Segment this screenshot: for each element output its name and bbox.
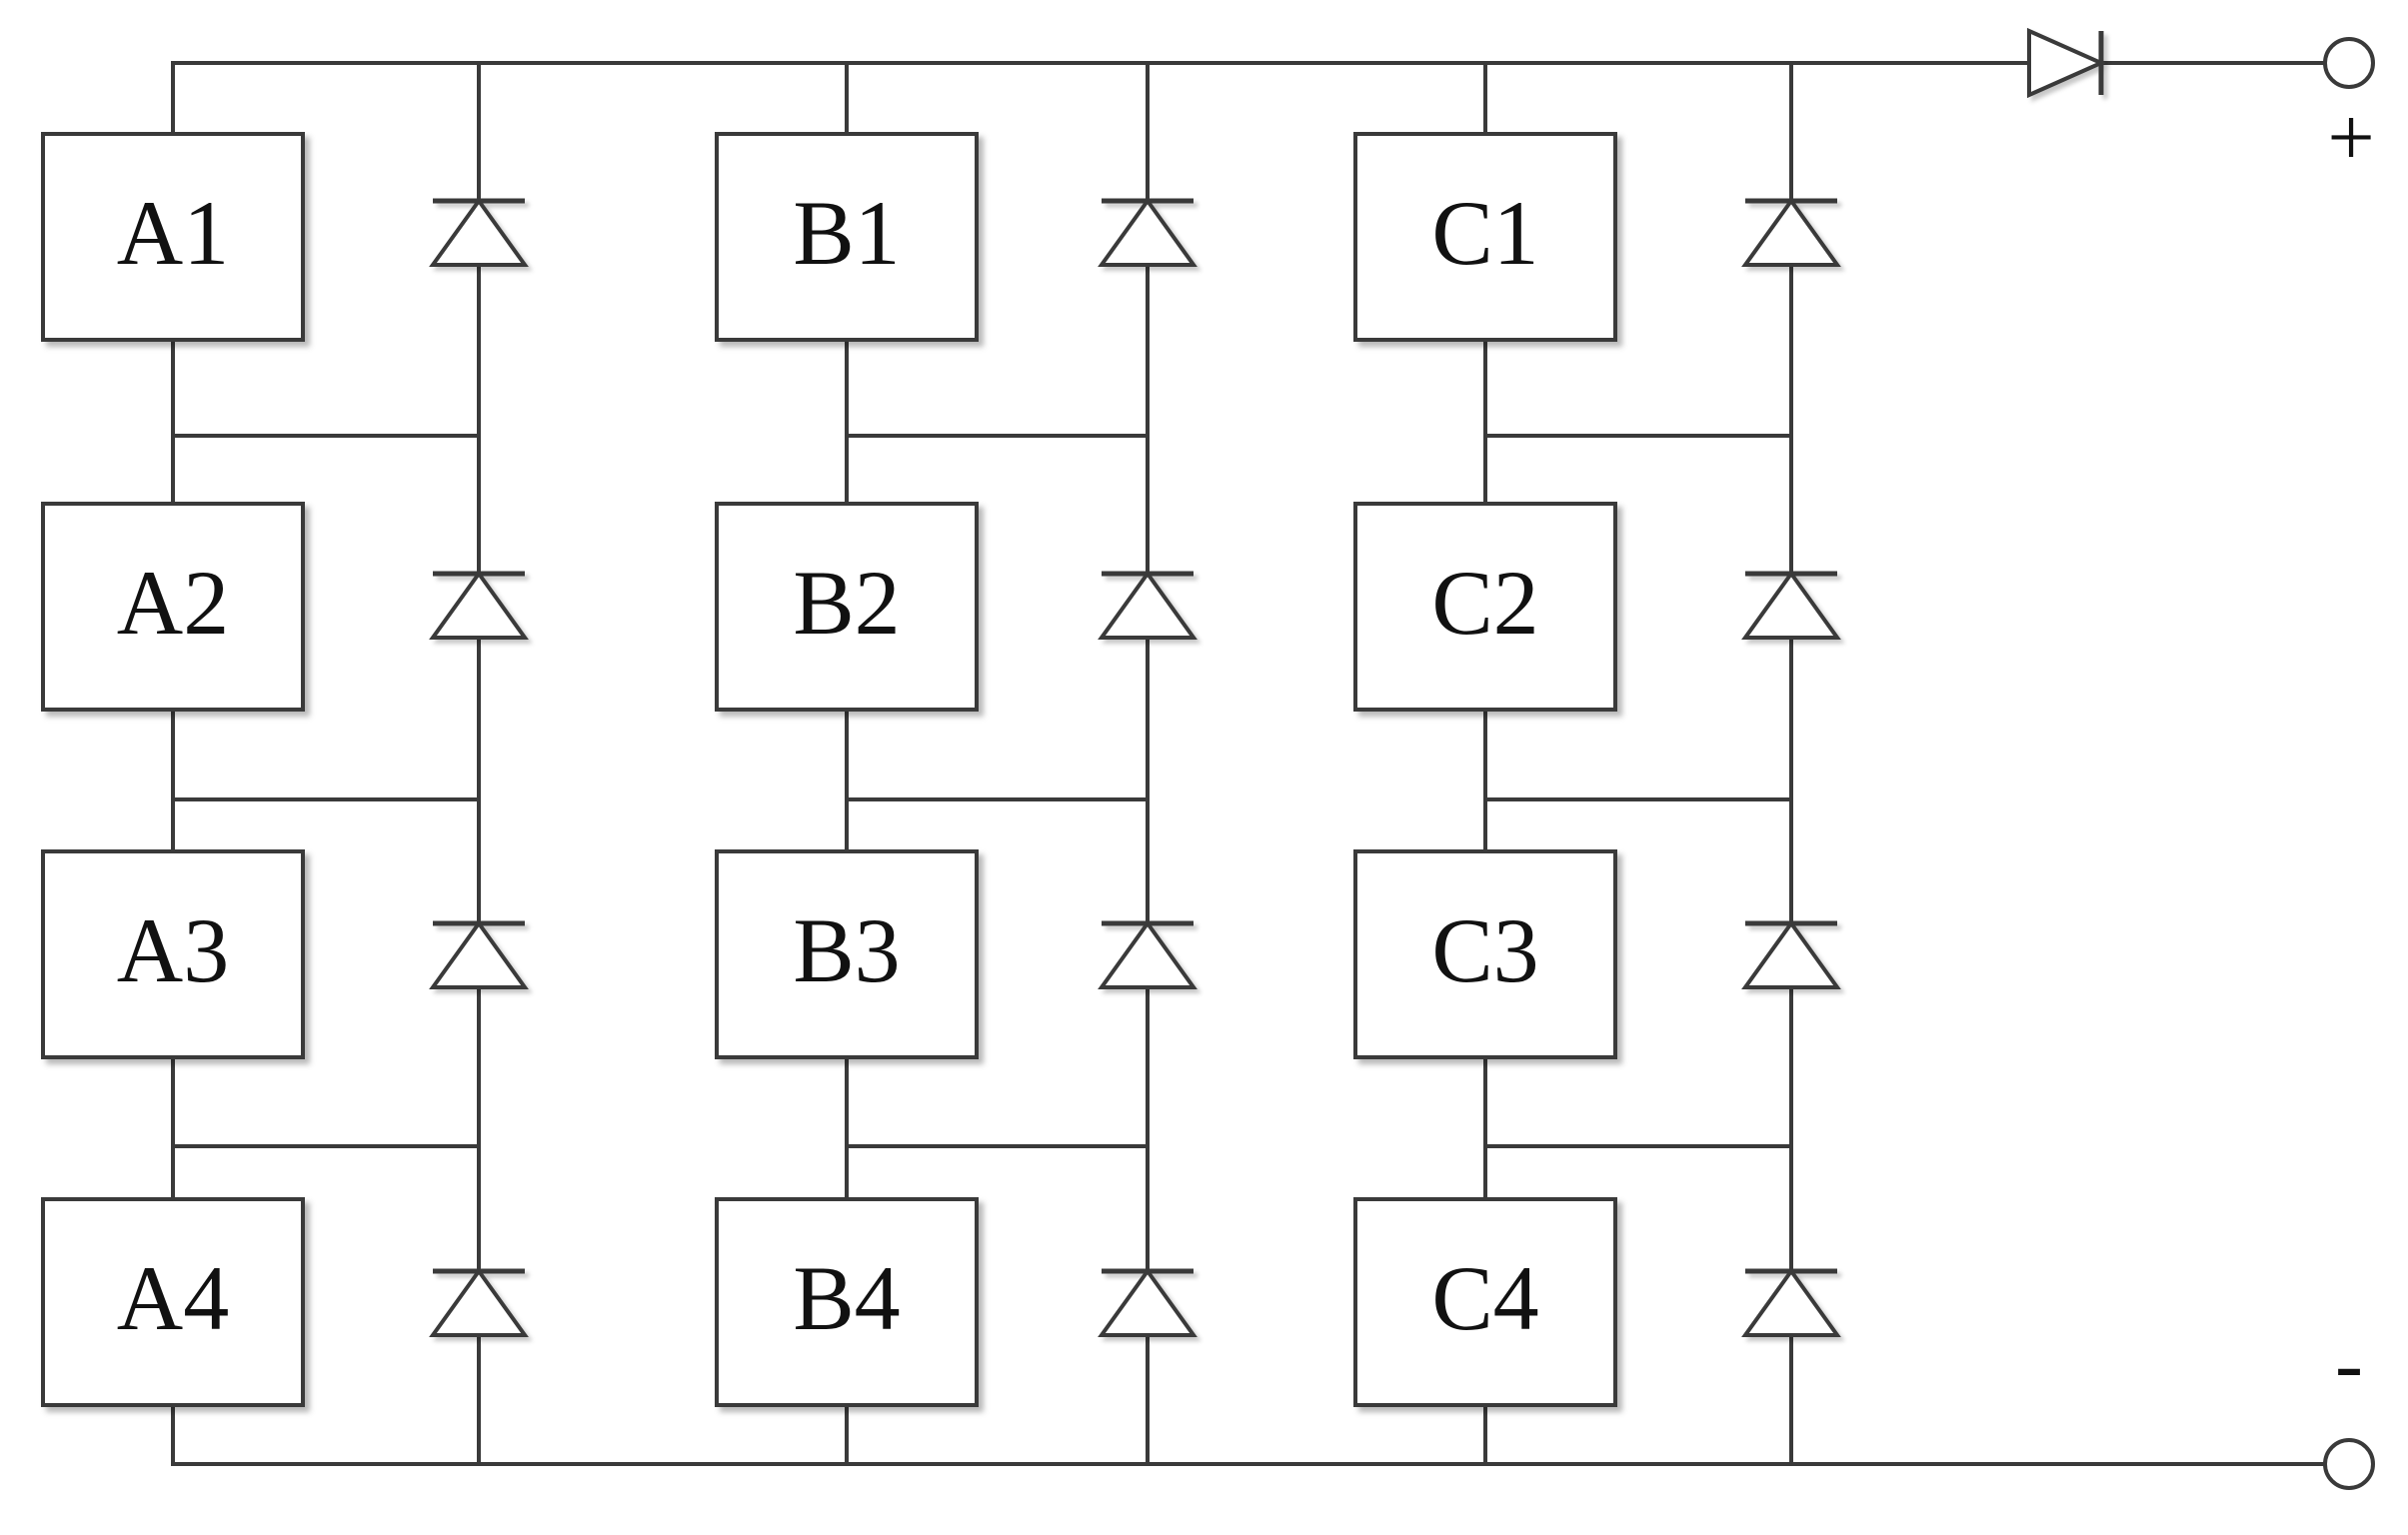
module-box	[715, 502, 979, 712]
diode-symbol	[1098, 197, 1198, 267]
diode-symbol	[1741, 1267, 1841, 1337]
module-label: A2	[117, 552, 229, 654]
diode-triangle	[429, 197, 529, 267]
module-box	[41, 132, 305, 342]
diode-symbol	[429, 197, 529, 267]
module-b1: B1	[715, 132, 979, 342]
module-label: B3	[793, 899, 900, 1001]
module-c2: C2	[1353, 502, 1617, 712]
module-label: C4	[1431, 1247, 1538, 1349]
positive-terminal-label: +	[2327, 92, 2374, 185]
output-diode-symbol	[2027, 27, 2106, 99]
diode-symbol	[1098, 919, 1198, 989]
module-label: C2	[1431, 552, 1538, 654]
module-a2: A2	[41, 502, 305, 712]
module-label: B1	[793, 182, 900, 284]
module-box	[1353, 1197, 1617, 1407]
module-c4: C4	[1353, 1197, 1617, 1407]
module-box	[715, 849, 979, 1059]
diode-triangle	[2027, 27, 2106, 99]
diode-triangle	[1098, 1267, 1198, 1337]
module-c3: C3	[1353, 849, 1617, 1059]
module-label: A3	[117, 899, 229, 1001]
positive-terminal	[2323, 37, 2375, 89]
diode-triangle	[1098, 919, 1198, 989]
module-box	[715, 132, 979, 342]
diode-symbol	[429, 1267, 529, 1337]
module-box	[715, 1197, 979, 1407]
module-a4: A4	[41, 1197, 305, 1407]
diodes	[429, 27, 2106, 1337]
diode-triangle	[1741, 919, 1841, 989]
diode-symbol	[1098, 570, 1198, 640]
negative-terminal	[2323, 1438, 2375, 1490]
diode-symbol	[1741, 570, 1841, 640]
module-a3: A3	[41, 849, 305, 1059]
wires	[171, 61, 2327, 1466]
diode-symbol	[1741, 197, 1841, 267]
diode-triangle	[429, 1267, 529, 1337]
module-c1: C1	[1353, 132, 1617, 342]
module-box	[1353, 502, 1617, 712]
module-box	[41, 502, 305, 712]
module-label: B4	[793, 1247, 900, 1349]
diode-triangle	[429, 919, 529, 989]
diode-symbol	[429, 570, 529, 640]
terminals: +-	[2323, 37, 2375, 1490]
diode-symbol	[1098, 1267, 1198, 1337]
module-label: C3	[1431, 899, 1538, 1001]
module-box	[41, 849, 305, 1059]
diode-triangle	[1741, 570, 1841, 640]
module-box	[1353, 132, 1617, 342]
module-b3: B3	[715, 849, 979, 1059]
module-box	[41, 1197, 305, 1407]
diode-symbol	[429, 919, 529, 989]
negative-terminal-label: -	[2335, 1318, 2363, 1411]
diode-triangle	[429, 570, 529, 640]
module-b2: B2	[715, 502, 979, 712]
module-a1: A1	[41, 132, 305, 342]
diode-triangle	[1098, 197, 1198, 267]
module-label: A1	[117, 182, 229, 284]
module-label: C1	[1431, 182, 1538, 284]
module-label: A4	[117, 1247, 229, 1349]
diode-triangle	[1741, 1267, 1841, 1337]
diode-triangle	[1098, 570, 1198, 640]
module-label: B2	[793, 552, 900, 654]
diode-triangle	[1741, 197, 1841, 267]
module-b4: B4	[715, 1197, 979, 1407]
module-box	[1353, 849, 1617, 1059]
diode-symbol	[1741, 919, 1841, 989]
